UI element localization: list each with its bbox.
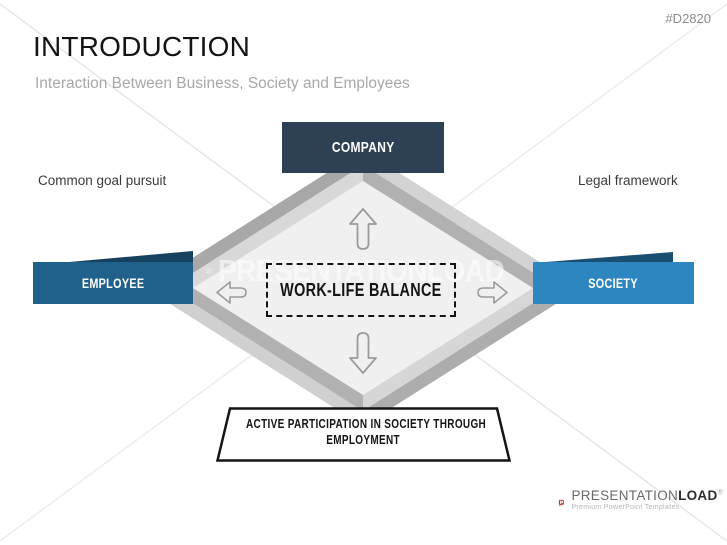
employee-label: EMPLOYEE	[81, 275, 145, 291]
bottom-banner: ACTIVE PARTICIPATION IN SOCIETY THROUGH …	[215, 407, 512, 462]
society-label: SOCIETY	[588, 275, 639, 291]
work-life-balance-box: WORK-LIFE BALANCE	[266, 263, 456, 317]
down-arrow-icon	[349, 332, 377, 374]
page-subtitle: Interaction Between Business, Society an…	[35, 75, 410, 92]
banner-line2: EMPLOYMENT	[326, 433, 401, 447]
up-arrow-icon	[349, 208, 377, 250]
company-box: COMPANY	[282, 122, 444, 173]
logo-tagline: Premium PowerPoint Templates	[571, 504, 680, 511]
left-arrow-icon	[216, 281, 247, 304]
page-title: INTRODUCTION	[33, 31, 251, 62]
bottom-banner-text: ACTIVE PARTICIPATION IN SOCIETY THROUGH …	[216, 407, 511, 462]
logo-text-bold: LOAD	[678, 488, 718, 503]
logo-p-icon	[558, 499, 565, 507]
registered-mark: ®	[717, 489, 723, 497]
logo-text-column: PRESENTATIONLOAD® Premium PowerPoint Tem…	[571, 485, 723, 511]
employee-box: EMPLOYEE	[33, 262, 193, 304]
right-annotation: Legal framework	[578, 173, 678, 188]
society-box: SOCIETY	[533, 262, 694, 304]
logo-text-regular: PRESENTATION	[571, 488, 679, 503]
right-arrow-icon	[477, 281, 508, 304]
logo-wordmark: PRESENTATIONLOAD®	[571, 488, 723, 503]
slide-code: #D2820	[665, 11, 711, 26]
banner-line1: ACTIVE PARTICIPATION IN SOCIETY THROUGH	[246, 417, 487, 431]
left-annotation: Common goal pursuit	[38, 173, 167, 188]
company-label: COMPANY	[331, 139, 395, 156]
presentationload-logo: PRESENTATIONLOAD® Premium PowerPoint Tem…	[558, 485, 723, 523]
work-life-balance-label: WORK-LIFE BALANCE	[280, 279, 442, 300]
